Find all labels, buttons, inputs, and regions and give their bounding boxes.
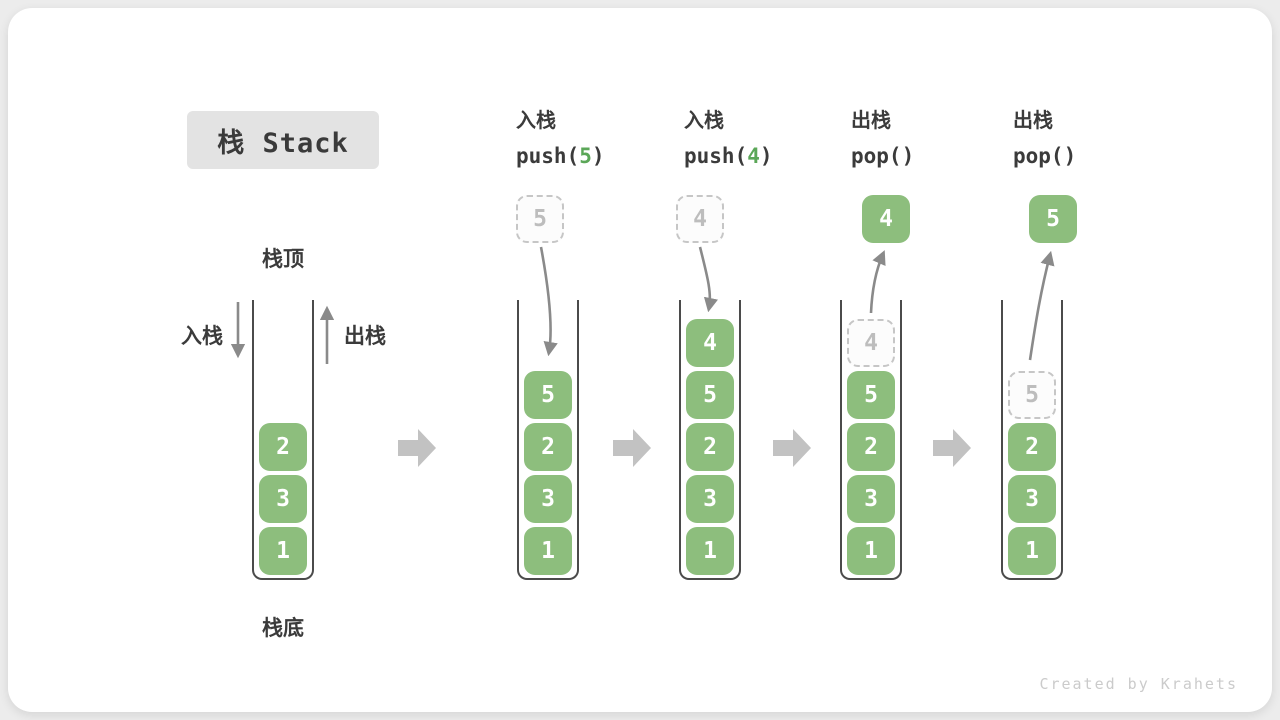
op-cn-label: 入栈 — [516, 110, 556, 132]
incoming-ghost-box: 4 — [676, 195, 724, 243]
page-title: 栈 Stack — [217, 127, 349, 159]
stack-container-5 — [1001, 300, 1063, 580]
code-pre: pop( — [851, 144, 902, 168]
op-code-label: push(4) — [684, 139, 773, 174]
stack-element: 1 — [259, 527, 307, 575]
stack-top-label: 栈顶 — [262, 248, 304, 271]
code-post: ) — [901, 144, 915, 168]
stack-element: 5 — [524, 371, 572, 419]
code-pre: push( — [516, 144, 580, 168]
stack-element: 4 — [686, 319, 734, 367]
popped-box: 4 — [862, 195, 910, 243]
code-arg: 4 — [747, 144, 760, 168]
stack-container-4 — [840, 300, 902, 580]
watermark: Created by Krahets — [1039, 675, 1238, 693]
code-post: ) — [759, 144, 773, 168]
op-label-pop-1: 出栈 pop() — [851, 104, 914, 174]
stack-element: 2 — [259, 423, 307, 471]
code-arg: 5 — [579, 144, 592, 168]
op-cn-label: 入栈 — [684, 110, 724, 132]
stack-element: 3 — [847, 475, 895, 523]
stack-bottom-label: 栈底 — [262, 617, 304, 640]
stack-element: 5 — [847, 371, 895, 419]
stack-element: 2 — [1008, 423, 1056, 471]
code-pre: push( — [684, 144, 748, 168]
ghost-slot-box: 4 — [847, 319, 895, 367]
popped-box: 5 — [1029, 195, 1077, 243]
stack-element: 1 — [847, 527, 895, 575]
stack-element: 1 — [524, 527, 572, 575]
op-label-pop-2: 出栈 pop() — [1013, 104, 1076, 174]
stack-element: 2 — [686, 423, 734, 471]
op-label-push-4: 入栈 push(4) — [684, 104, 773, 174]
stack-element: 2 — [524, 423, 572, 471]
push-side-label: 入栈 — [181, 325, 223, 348]
pop-side-label: 出栈 — [344, 325, 386, 348]
stack-element: 1 — [686, 527, 734, 575]
stack-container-1 — [252, 300, 314, 580]
code-post: ) — [591, 144, 605, 168]
stack-element: 3 — [259, 475, 307, 523]
stack-element: 2 — [847, 423, 895, 471]
stack-element: 3 — [686, 475, 734, 523]
incoming-ghost-box: 5 — [516, 195, 564, 243]
stack-container-3 — [679, 300, 741, 580]
stack-container-2 — [517, 300, 579, 580]
op-code-label: push(5) — [516, 139, 605, 174]
ghost-slot-box: 5 — [1008, 371, 1056, 419]
op-cn-label: 出栈 — [1013, 110, 1053, 132]
op-code-label: pop() — [1013, 139, 1076, 174]
stack-element: 3 — [1008, 475, 1056, 523]
stack-element: 5 — [686, 371, 734, 419]
op-cn-label: 出栈 — [851, 110, 891, 132]
code-post: ) — [1063, 144, 1077, 168]
stack-element: 3 — [524, 475, 572, 523]
title-badge: 栈 Stack — [187, 111, 379, 169]
code-pre: pop( — [1013, 144, 1064, 168]
op-label-push-5: 入栈 push(5) — [516, 104, 605, 174]
stack-element: 1 — [1008, 527, 1056, 575]
op-code-label: pop() — [851, 139, 914, 174]
